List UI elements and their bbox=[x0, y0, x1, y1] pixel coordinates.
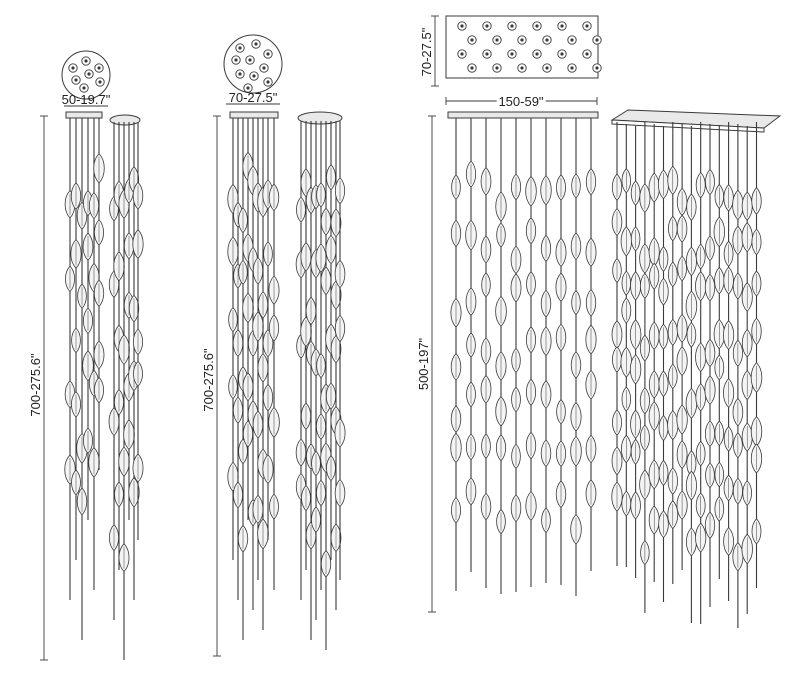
round-large-perspective-view bbox=[295, 111, 346, 650]
canopy-plate bbox=[65, 111, 103, 119]
round-large-canopy-label: 70-27.5" bbox=[229, 90, 278, 105]
canopy-outlet-center bbox=[545, 38, 549, 42]
canopy-plate bbox=[447, 111, 599, 119]
rectangular-width-dimension: 150-59" bbox=[445, 91, 598, 112]
canopy-outlet-center bbox=[495, 66, 499, 70]
canopy-outlet-center bbox=[520, 38, 524, 42]
rectangular-chandelier: 70-27.5" 150-59" 500-197" bbox=[416, 15, 782, 628]
canopy-outlet-center bbox=[71, 66, 75, 70]
round-small-height-dimension: 700-275.6" bbox=[28, 115, 48, 661]
round-small-perspective-view bbox=[108, 114, 144, 660]
canopy-outlet-center bbox=[485, 52, 489, 56]
canopy-outlet-center bbox=[595, 38, 599, 42]
round-large-chandelier: 70-27.5" 700-275.6" bbox=[201, 34, 346, 657]
canopy-outlet-center bbox=[97, 66, 101, 70]
canopy-outlet-center bbox=[595, 66, 599, 70]
round-large-height-dimension: 700-275.6" bbox=[201, 115, 221, 657]
round-large-width-dimension: 70-27.5" bbox=[226, 90, 280, 105]
canopy-plate bbox=[229, 111, 279, 119]
canopy-outlet-center bbox=[234, 58, 238, 62]
canopy-outlet-center bbox=[485, 24, 489, 28]
round-large-front-view bbox=[227, 111, 280, 640]
round-small-front-view bbox=[64, 111, 105, 640]
canopy-outlet-center bbox=[252, 74, 256, 78]
canopy-outlet-center bbox=[262, 66, 266, 70]
canopy-outlet-center bbox=[570, 66, 574, 70]
canopy-outlet-center bbox=[495, 38, 499, 42]
canopy-outlet-center bbox=[74, 78, 78, 82]
canopy-outlet-center bbox=[535, 24, 539, 28]
canopy-outlet-center bbox=[460, 24, 464, 28]
canopy-outlet-center bbox=[246, 86, 250, 90]
canopy-outlet-center bbox=[82, 86, 86, 90]
rectangular-perspective-view bbox=[610, 109, 782, 628]
canopy-outlet-center bbox=[248, 58, 252, 62]
canopy-outlet-center bbox=[84, 59, 88, 63]
rectangular-depth-label: 70-27.5" bbox=[419, 27, 434, 76]
canopy-outlet-center bbox=[545, 66, 549, 70]
canopy-outlet-center bbox=[238, 72, 242, 76]
canopy-outlet-center bbox=[460, 52, 464, 56]
canopy-outlet-center bbox=[535, 52, 539, 56]
rectangular-width-label: 150-59" bbox=[498, 94, 543, 109]
canopy-outlet-center bbox=[266, 80, 270, 84]
canopy-outlet-center bbox=[238, 46, 242, 50]
canopy-outlet-center bbox=[570, 38, 574, 42]
canopy-outlet-center bbox=[585, 52, 589, 56]
round-large-height-label: 700-275.6" bbox=[201, 348, 216, 412]
canopy-outlet-center bbox=[560, 24, 564, 28]
round-small-canopy-top-view bbox=[61, 50, 111, 100]
rectangular-front-view bbox=[447, 111, 599, 596]
round-small-width-dimension: 50-19.7" bbox=[62, 92, 111, 107]
canopy-plate-edge bbox=[611, 119, 765, 133]
rectangular-depth-dimension: 70-27.5" bbox=[419, 15, 439, 87]
canopy-outlet-center bbox=[470, 66, 474, 70]
round-large-canopy-top-view bbox=[223, 34, 283, 94]
canopy-outlet-center bbox=[254, 42, 258, 46]
canopy-plate bbox=[109, 114, 141, 126]
canopy-plate bbox=[297, 111, 343, 125]
canopy-outlet-center bbox=[520, 66, 524, 70]
canopy-outlet-center bbox=[87, 72, 91, 76]
round-small-height-label: 700-275.6" bbox=[28, 353, 43, 417]
canopy-outlet-center bbox=[510, 24, 514, 28]
canopy-outlet-center bbox=[510, 52, 514, 56]
canopy-outlet-center bbox=[585, 24, 589, 28]
canopy-outlet-center bbox=[266, 52, 270, 56]
rectangular-canopy-top-view bbox=[445, 15, 602, 79]
round-small-canopy-label: 50-19.7" bbox=[62, 92, 111, 107]
canopy-outlet-center bbox=[470, 38, 474, 42]
rectangular-height-label: 500-197" bbox=[416, 337, 431, 390]
round-small-chandelier: 50-19.7" 700-275.6" bbox=[28, 50, 144, 661]
canopy-outlet-center bbox=[560, 52, 564, 56]
rectangular-height-dimension: 500-197" bbox=[416, 115, 436, 613]
canopy-outlet-center bbox=[98, 80, 102, 84]
